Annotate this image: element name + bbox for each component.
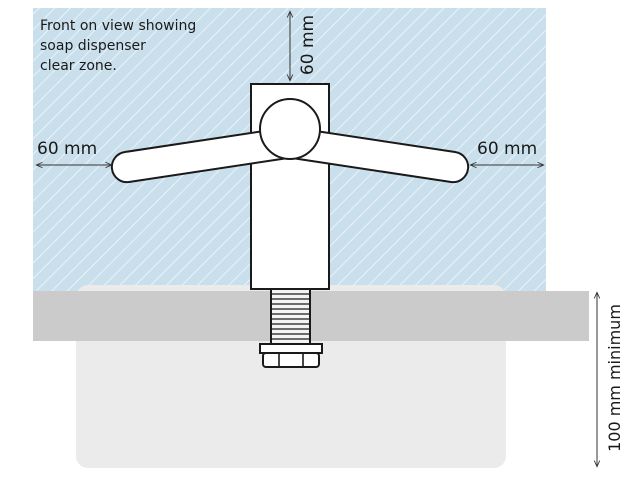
right-clearance-label: 60 mm bbox=[477, 139, 537, 159]
caption-line-2: soap dispenser bbox=[40, 38, 146, 54]
caption-line-3: clear zone. bbox=[40, 58, 117, 74]
mounting-nut bbox=[262, 352, 320, 368]
caption-line-1: Front on view showing bbox=[40, 18, 196, 34]
soap-dispenser bbox=[110, 83, 470, 368]
right-arm bbox=[290, 126, 470, 184]
top-clearance-label: 60 mm bbox=[298, 15, 318, 75]
left-arm bbox=[110, 126, 290, 184]
mounting-washer bbox=[259, 343, 323, 354]
central-hub bbox=[259, 98, 321, 160]
threaded-shank bbox=[270, 287, 311, 347]
left-clearance-label: 60 mm bbox=[37, 139, 97, 159]
below-counter-label: 100 mm minimum bbox=[605, 304, 622, 452]
